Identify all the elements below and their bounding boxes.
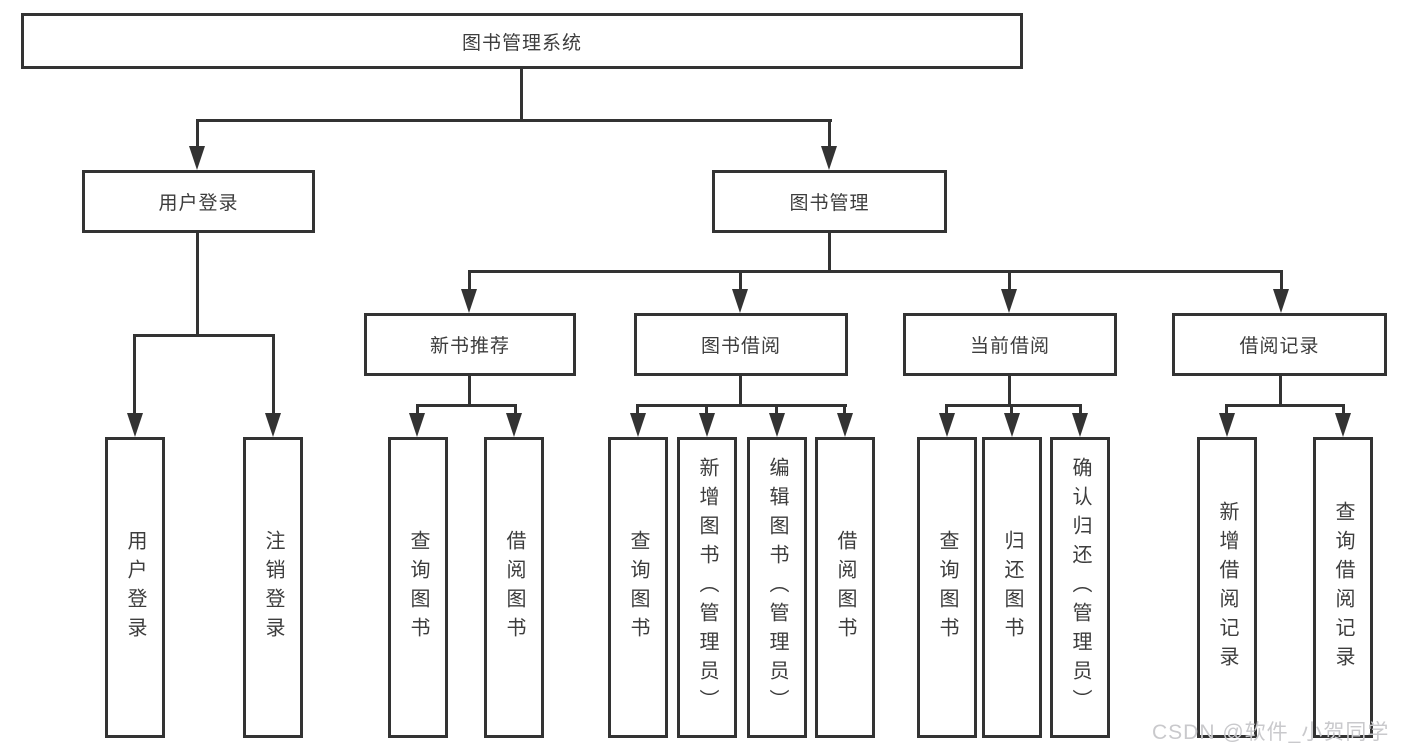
connector-line <box>416 404 419 416</box>
connector-line <box>196 119 832 122</box>
node-label: 编辑图书（管理员） <box>766 457 788 718</box>
leaf-rec-query-books: 查询图书 <box>388 437 448 738</box>
connector-line <box>416 404 517 407</box>
arrow-down-icon <box>506 413 522 437</box>
leaf-user-login: 用户登录 <box>105 437 165 738</box>
connector-line <box>468 270 1283 273</box>
node-label: 图书管理 <box>789 193 870 214</box>
arrow-down-icon <box>1072 413 1088 437</box>
arrow-down-icon <box>837 413 853 437</box>
connector-line <box>468 270 471 292</box>
leaf-bb-borrow-books: 借阅图书 <box>815 437 875 738</box>
connector-line <box>133 334 275 337</box>
connector-line <box>1008 376 1011 407</box>
connector-line <box>636 404 847 407</box>
node-label: 查询图书 <box>407 529 429 646</box>
arrow-down-icon <box>1335 413 1351 437</box>
node-borrowing-records: 借阅记录 <box>1172 313 1387 376</box>
leaf-bb-add-books-admin: 新增图书（管理员） <box>677 437 737 738</box>
connector-line <box>1225 404 1228 416</box>
node-book-borrowing: 图书借阅 <box>634 313 848 376</box>
node-label: 注销登录 <box>262 529 284 646</box>
connector-line <box>636 404 639 416</box>
arrow-down-icon <box>1273 289 1289 313</box>
connector-line <box>196 119 199 149</box>
node-label: 借阅记录 <box>1239 336 1320 357</box>
connector-line <box>468 376 471 407</box>
connector-line <box>514 404 517 416</box>
connector-line <box>1008 270 1011 292</box>
node-label: 归还图书 <box>1001 529 1023 646</box>
node-new-book-recommend: 新书推荐 <box>364 313 576 376</box>
connector-line <box>1280 270 1283 292</box>
connector-line <box>739 376 742 407</box>
arrow-down-icon <box>769 413 785 437</box>
leaf-logout: 注销登录 <box>243 437 303 738</box>
node-label: 确认归还（管理员） <box>1069 457 1091 718</box>
node-label: 图书借阅 <box>700 336 781 357</box>
arrow-down-icon <box>461 289 477 313</box>
arrow-down-icon <box>1004 413 1020 437</box>
leaf-cb-confirm-return-admin: 确认归还（管理员） <box>1050 437 1110 738</box>
node-label: 查询借阅记录 <box>1332 500 1354 675</box>
node-user-login: 用户登录 <box>82 170 315 233</box>
node-label: 新增借阅记录 <box>1216 500 1238 675</box>
connector-line <box>775 404 778 416</box>
node-label: 查询图书 <box>936 529 958 646</box>
node-label: 当前借阅 <box>969 336 1050 357</box>
connector-line <box>272 334 275 416</box>
connector-line <box>196 233 199 337</box>
node-label: 查询图书 <box>627 529 649 646</box>
connector-line <box>133 334 136 416</box>
node-root-library-system: 图书管理系统 <box>21 13 1023 69</box>
node-label: 新书推荐 <box>429 336 510 357</box>
arrow-down-icon <box>189 146 205 170</box>
leaf-br-query-record: 查询借阅记录 <box>1313 437 1373 738</box>
leaf-cb-return-books: 归还图书 <box>982 437 1042 738</box>
connector-line <box>1010 404 1013 416</box>
connector-line <box>1342 404 1345 416</box>
connector-line <box>739 270 742 292</box>
leaf-bb-edit-books-admin: 编辑图书（管理员） <box>747 437 807 738</box>
node-label: 图书管理系统 <box>461 32 582 54</box>
connector-line <box>828 233 831 273</box>
arrow-down-icon <box>127 413 143 437</box>
arrow-down-icon <box>265 413 281 437</box>
connector-line <box>843 404 846 416</box>
leaf-cb-query-books: 查询图书 <box>917 437 977 738</box>
connector-line <box>828 119 831 149</box>
node-label: 用户登录 <box>158 193 239 214</box>
node-label: 借阅图书 <box>503 529 525 646</box>
arrow-down-icon <box>821 146 837 170</box>
connector-line <box>520 68 523 122</box>
arrow-down-icon <box>409 413 425 437</box>
leaf-rec-borrow-books: 借阅图书 <box>484 437 544 738</box>
arrow-down-icon <box>1219 413 1235 437</box>
arrow-down-icon <box>732 289 748 313</box>
node-current-borrowing: 当前借阅 <box>903 313 1117 376</box>
connector-line <box>1079 404 1082 416</box>
leaf-bb-query-books: 查询图书 <box>608 437 668 738</box>
connector-line <box>945 404 948 416</box>
arrow-down-icon <box>939 413 955 437</box>
node-book-management: 图书管理 <box>712 170 947 233</box>
connector-line <box>1279 376 1282 407</box>
arrow-down-icon <box>1001 289 1017 313</box>
node-label: 新增图书（管理员） <box>696 457 718 718</box>
arrow-down-icon <box>630 413 646 437</box>
node-label: 借阅图书 <box>834 529 856 646</box>
connector-line <box>945 404 1082 407</box>
node-label: 用户登录 <box>124 529 146 646</box>
connector-line <box>1225 404 1345 407</box>
connector-line <box>705 404 708 416</box>
csdn-watermark: CSDN @软件_小贺同学 <box>1152 721 1390 744</box>
arrow-down-icon <box>699 413 715 437</box>
leaf-br-add-record: 新增借阅记录 <box>1197 437 1257 738</box>
